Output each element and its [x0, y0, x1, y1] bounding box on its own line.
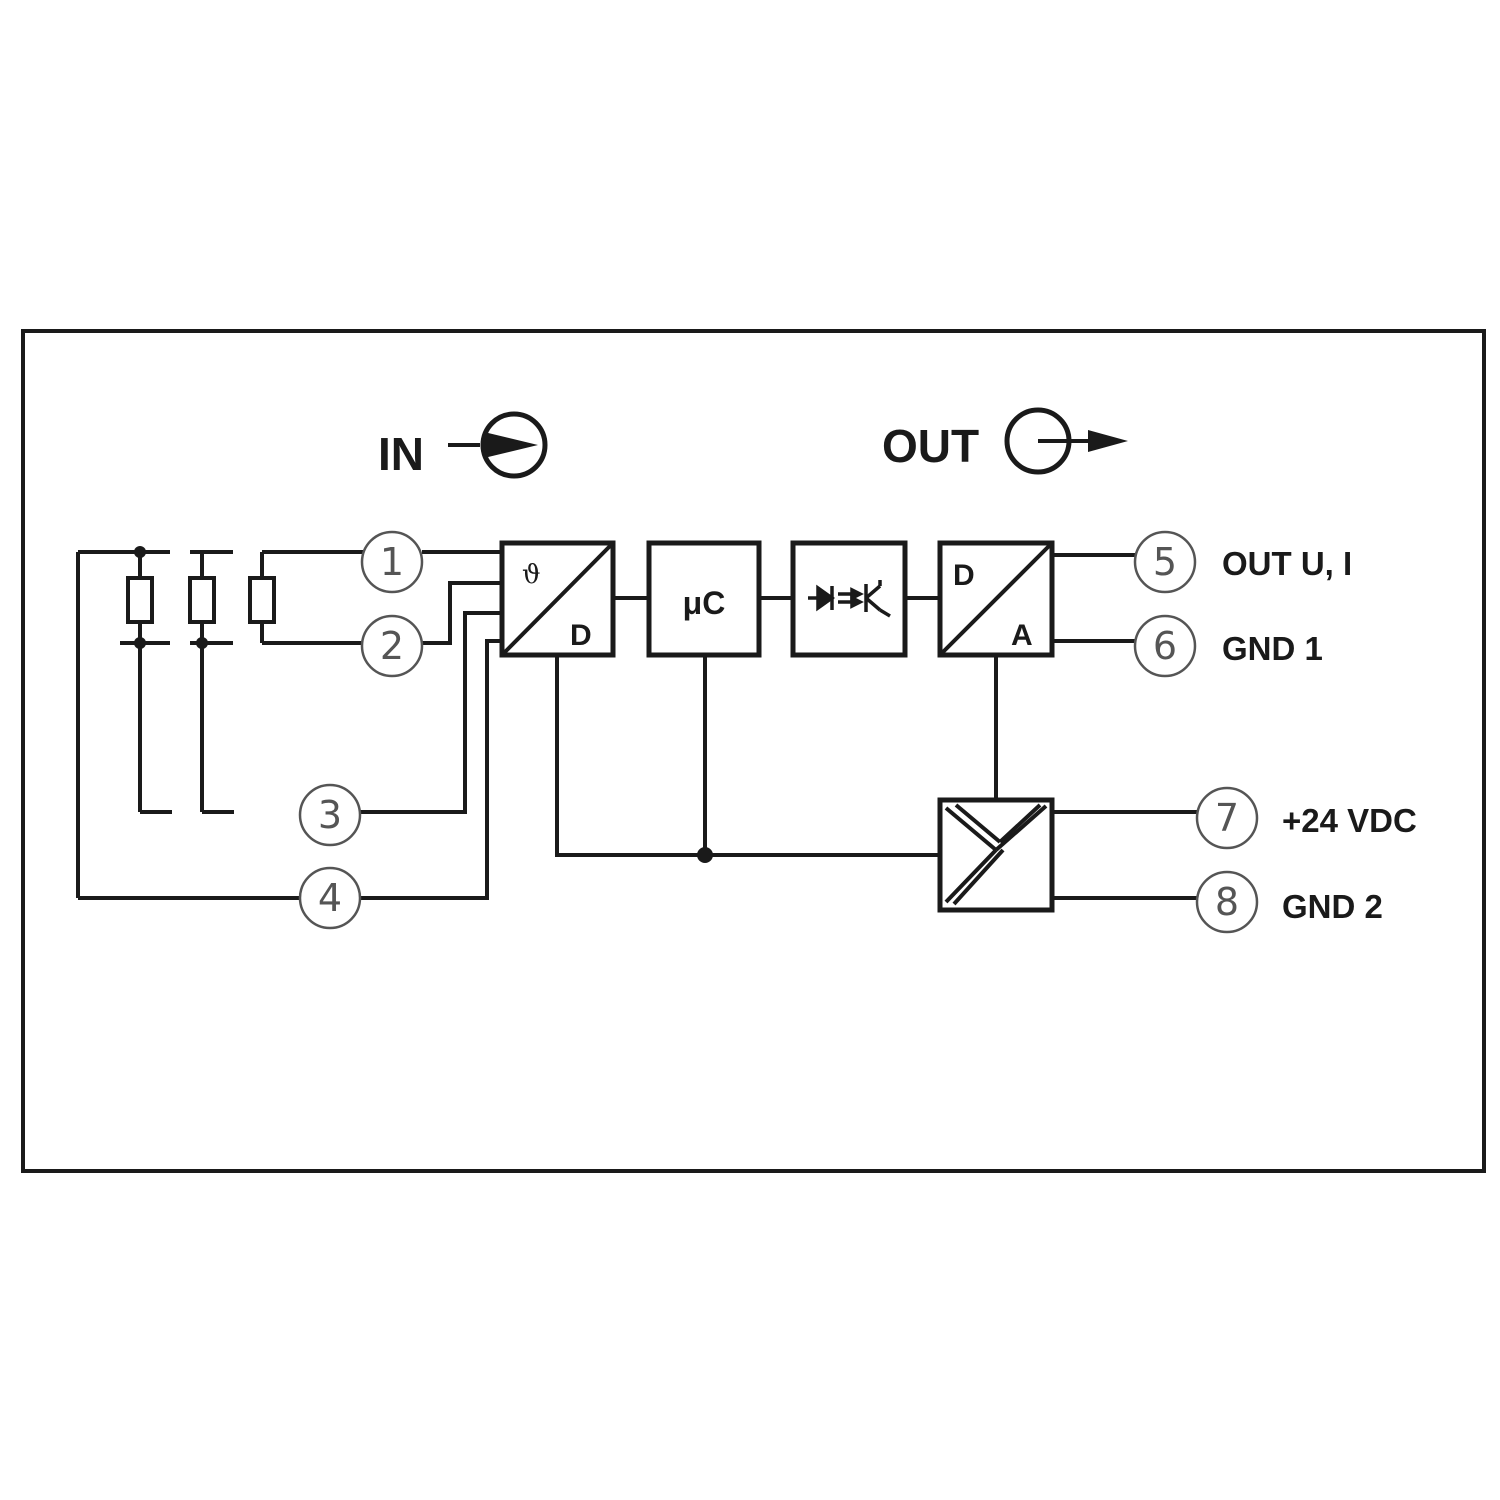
terminal-label-supply: +24 VDC: [1282, 802, 1417, 839]
sensor-wiring: [76, 546, 365, 900]
terminal-label-gnd2: GND 2: [1282, 888, 1383, 925]
input-wiring: [360, 550, 502, 900]
terminal-6: 6: [1133, 614, 1197, 678]
terminal-number: 3: [318, 793, 342, 837]
adc-block: ϑ D: [499, 540, 616, 658]
terminal-number: 6: [1153, 624, 1177, 668]
terminal-2: 2: [360, 614, 424, 678]
dac-output-symbol: A: [1011, 619, 1033, 652]
adc-output-symbol: D: [570, 619, 592, 652]
terminal-number: 2: [380, 624, 404, 668]
terminal-7: 7: [1195, 786, 1259, 850]
dc-dc-converter-icon: [944, 803, 1048, 906]
resistor-icon: [188, 576, 216, 624]
terminal-label-gnd1: GND 1: [1222, 630, 1323, 667]
terminal-5: 5: [1133, 530, 1197, 594]
terminal-8: 8: [1195, 870, 1259, 934]
dac-input-symbol: D: [953, 559, 975, 592]
diagram-frame: [21, 329, 1486, 1173]
dac-block: D A: [937, 540, 1055, 658]
resistor-icon: [248, 576, 276, 624]
terminal-4: 4: [298, 866, 362, 930]
terminal-1: 1: [360, 530, 424, 594]
terminal-number: 5: [1153, 540, 1177, 584]
terminal-number: 1: [380, 540, 404, 584]
terminal-label-out: OUT U, I: [1222, 545, 1352, 582]
output-heading: OUT: [882, 420, 979, 472]
terminal-number: 7: [1215, 796, 1239, 840]
microcontroller-block: μC: [646, 540, 762, 658]
input-arrow-icon: [448, 411, 548, 479]
isolator-block: [790, 540, 908, 658]
optocoupler-icon: [808, 580, 891, 618]
terminal-number: 8: [1215, 880, 1239, 924]
input-heading: IN: [378, 428, 424, 480]
adc-input-symbol: ϑ: [522, 560, 541, 590]
terminal-3: 3: [298, 783, 362, 847]
power-supply-block: [937, 797, 1055, 913]
microcontroller-label: μC: [683, 585, 726, 621]
resistor-icon: [126, 576, 154, 624]
output-arrow-icon: [1004, 407, 1128, 475]
signal-chain-wiring: [555, 553, 1198, 900]
terminal-number: 4: [318, 876, 342, 920]
